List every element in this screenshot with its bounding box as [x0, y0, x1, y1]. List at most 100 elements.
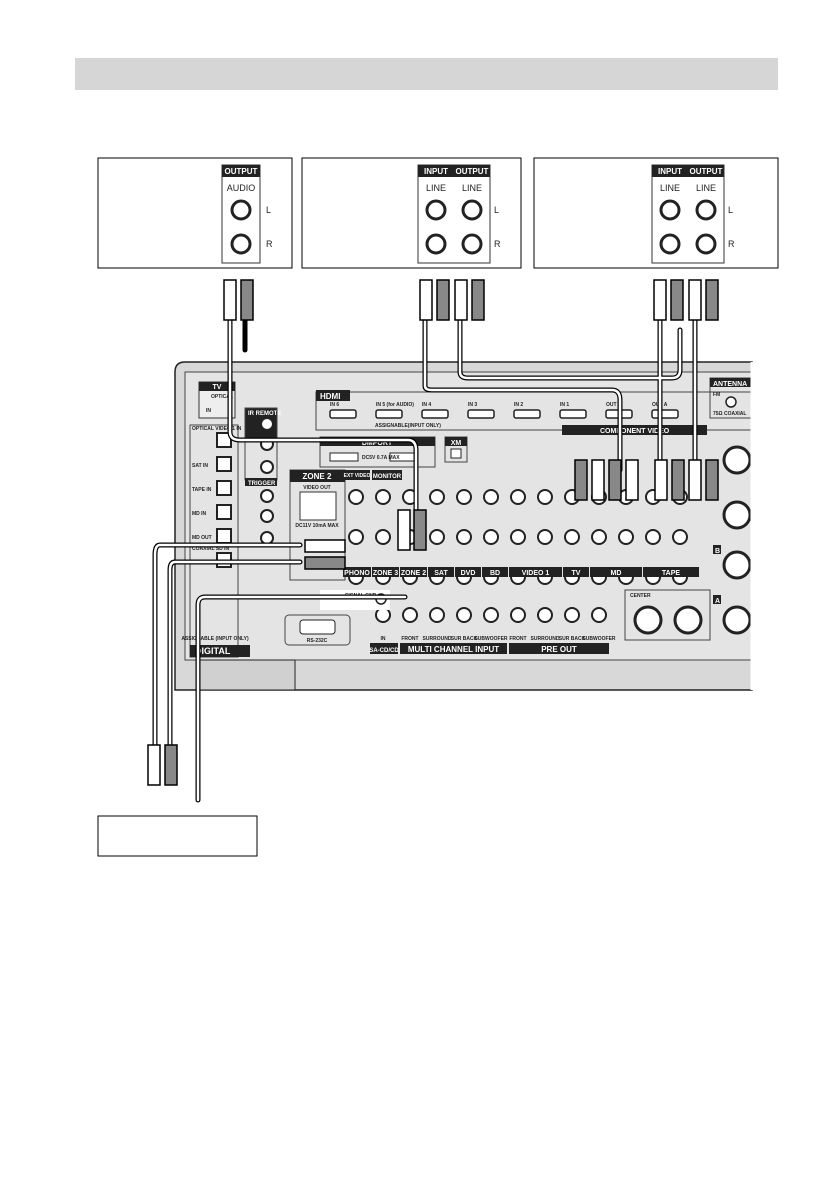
rs232c-label: RS-232C: [307, 638, 328, 644]
turntable-box: OUTPUT AUDIO L R: [97, 157, 293, 269]
output-label: OUTPUT: [225, 167, 258, 176]
hdmi-port: [329, 409, 357, 419]
rca-jack: [618, 529, 634, 545]
rca-jack: [537, 607, 553, 623]
rca-plug: [574, 459, 588, 501]
hdmi-port: [513, 409, 541, 419]
digital-input-label: MD OUT: [192, 535, 212, 541]
line-label: LINE: [660, 183, 680, 193]
rca-jack: [429, 607, 445, 623]
digital-label: DIGITAL: [195, 646, 231, 656]
rca-jack: [645, 529, 661, 545]
section-label: TAPE: [662, 570, 680, 577]
recorder-box-1: INPUT OUTPUT LINE LINE L R: [301, 157, 522, 269]
rca-jack: [537, 529, 553, 545]
rca-plug: [454, 279, 468, 321]
rca-plug: [223, 279, 237, 321]
rca-jack: [564, 607, 580, 623]
center-label: CENTER: [630, 593, 651, 599]
zone2-power-label: DC11V 10mA MAX: [295, 523, 339, 529]
hdmi-port-label: IN 4: [422, 402, 431, 408]
in-label: IN: [206, 408, 211, 414]
rca-jack: [348, 489, 364, 505]
rca-plug: [670, 279, 684, 321]
multi-in-label: SUBWOOFER: [474, 636, 507, 642]
multi-in-label: IN: [381, 636, 386, 642]
r-label: R: [494, 239, 501, 249]
rca-plug: [147, 744, 161, 786]
rca-jack: [456, 607, 472, 623]
hdmi-label: HDMI: [320, 392, 340, 401]
l-label: L: [266, 205, 271, 215]
hdmi-port: [375, 409, 403, 419]
rca-plug: [705, 459, 719, 501]
rca-jack: [402, 607, 418, 623]
rca-plug: [397, 509, 411, 551]
multi-in-label: SURROUND: [423, 636, 452, 642]
rca-jack: [564, 529, 580, 545]
l-label: L: [728, 205, 733, 215]
section-label: ZONE 3: [373, 570, 398, 577]
rca-plug: [419, 279, 433, 321]
digital-input-label: MD IN: [192, 511, 207, 517]
ir-remote-label: IR REMOTE: [248, 411, 281, 417]
digital-input-label: SAT IN: [192, 463, 208, 469]
input-label: INPUT: [658, 167, 682, 176]
rca-plug: [471, 279, 485, 321]
section-label: ZONE 2: [401, 570, 426, 577]
rca-jack: [510, 607, 526, 623]
hdmi-port: [559, 409, 587, 419]
hdmi-port: [421, 409, 449, 419]
rca-jack: [510, 529, 526, 545]
hdmi-port-label: OUT B: [606, 402, 622, 408]
pre-out-label: SUR BACK: [559, 636, 586, 642]
hdmi-port-label: IN 5 (for AUDIO): [376, 402, 414, 408]
rca-jack: [483, 529, 499, 545]
rca-plug: [653, 279, 667, 321]
rca-jack: [375, 489, 391, 505]
multi-in-label: FRONT: [401, 636, 418, 642]
rca-jack: [591, 607, 607, 623]
r-label: R: [728, 239, 735, 249]
ground-device-box: [97, 815, 258, 857]
digital-jack: [216, 504, 232, 520]
monitor-label: MONITOR: [373, 474, 402, 480]
hdmi-port: [467, 409, 495, 419]
trigger-label: TRIGGER: [248, 481, 276, 487]
multi-in-label: SUR BACK: [451, 636, 478, 642]
digital-jack: [216, 528, 232, 544]
rca-plug: [608, 459, 622, 501]
xm-label: XM: [451, 440, 462, 447]
rca-jack: [483, 607, 499, 623]
component-video-label: COMPONENT VIDEO: [600, 428, 670, 435]
coaxial-75-label: 75Ω COAXIAL: [713, 411, 746, 417]
rca-jack: [483, 489, 499, 505]
output-label: OUTPUT: [456, 167, 489, 176]
pre-out-label: SUBWOOFER: [582, 636, 615, 642]
section-label: PHONO: [344, 570, 370, 577]
rca-plug: [625, 459, 639, 501]
hdmi-port-label: IN 2: [514, 402, 523, 408]
line-label: LINE: [426, 183, 446, 193]
line-label: LINE: [696, 183, 716, 193]
rca-plug: [304, 556, 346, 570]
rca-jack: [672, 529, 688, 545]
pre-out-label: FRONT: [509, 636, 526, 642]
rca-plug: [164, 744, 178, 786]
fm-label: FM: [713, 392, 720, 398]
rca-jack: [375, 529, 391, 545]
assignable-label: ASSIGNABLE (INPUT ONLY): [181, 636, 249, 642]
rca-jack: [456, 489, 472, 505]
rca-plug: [240, 279, 254, 321]
audio-cables: [147, 279, 719, 803]
tv-label: TV: [213, 384, 222, 391]
rca-plug: [688, 459, 702, 501]
section-header-bar: [75, 58, 778, 90]
digital-input-label: TAPE IN: [192, 487, 212, 493]
bottom-section-label: PRE OUT: [541, 645, 577, 654]
section-label: BD: [490, 570, 500, 577]
antenna-label: ANTENNA: [713, 381, 747, 388]
section-label: SAT: [434, 570, 448, 577]
hdmi-port-label: IN 1: [560, 402, 569, 408]
